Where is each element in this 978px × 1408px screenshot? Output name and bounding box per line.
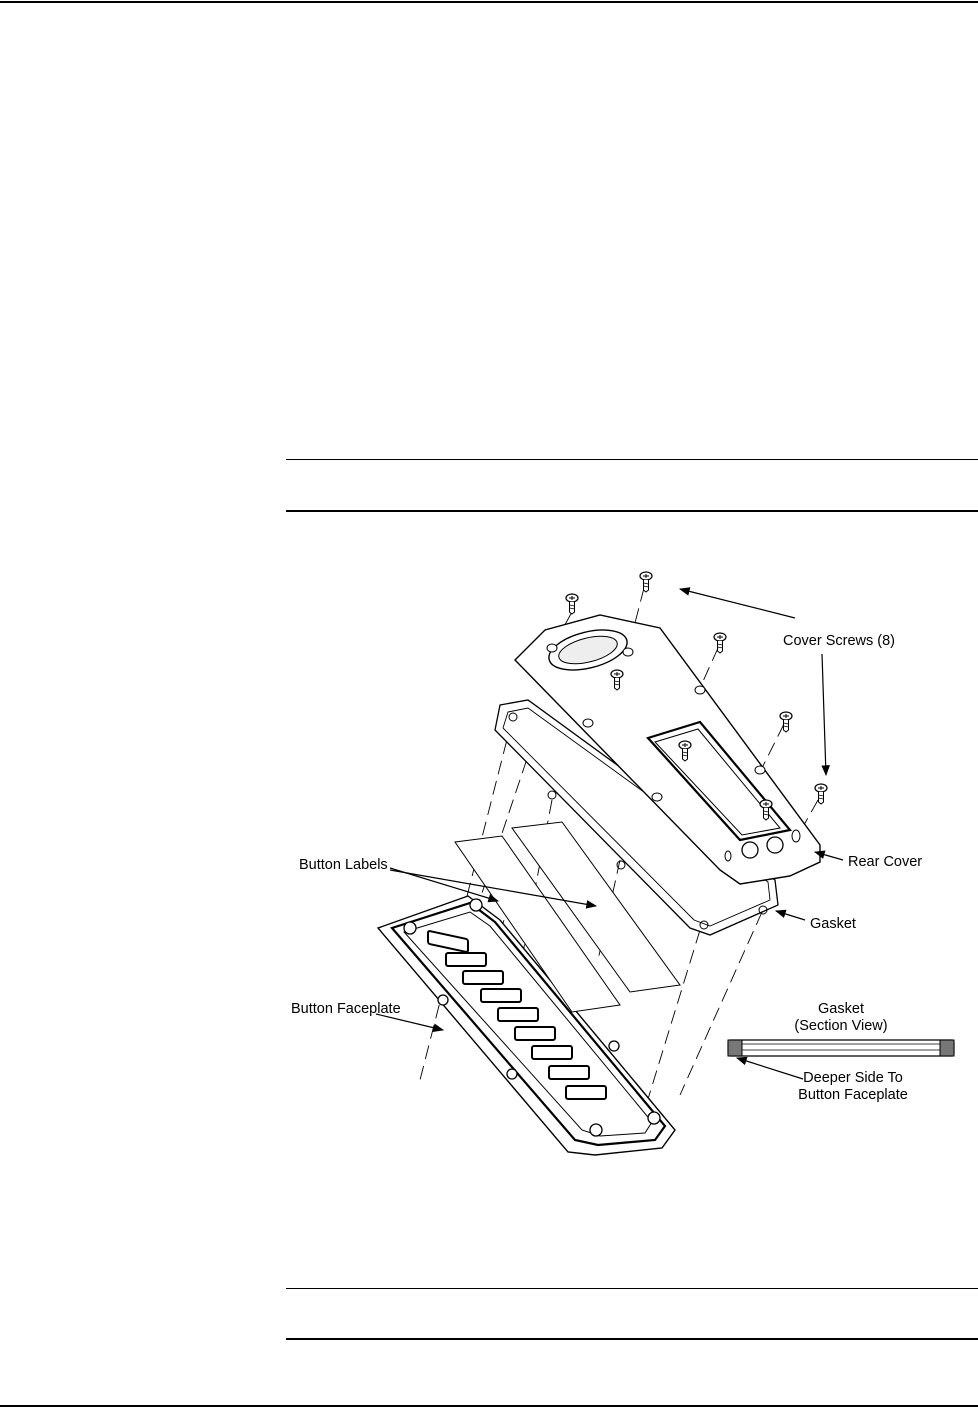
arrow-cover-screws-1 [680,589,795,618]
arrow-deeper-side [737,1058,803,1079]
label-deeper-side-line2: Button Faceplate [798,1087,908,1103]
label-gasket-section-title: Gasket [818,1001,864,1017]
arrow-gasket [776,911,805,920]
label-button-faceplate: Button Faceplate [291,1001,401,1017]
label-button-labels: Button Labels [299,857,388,873]
arrow-cover-screws-2 [822,654,826,775]
label-deeper-side-line1: Deeper Side To [803,1070,903,1086]
label-gasket-section-subtitle: (Section View) [794,1018,887,1034]
gasket-section-view [728,1040,954,1056]
label-gasket: Gasket [810,916,856,932]
label-rear-cover: Rear Cover [848,854,922,870]
label-cover-screws: Cover Screws (8) [783,633,895,649]
